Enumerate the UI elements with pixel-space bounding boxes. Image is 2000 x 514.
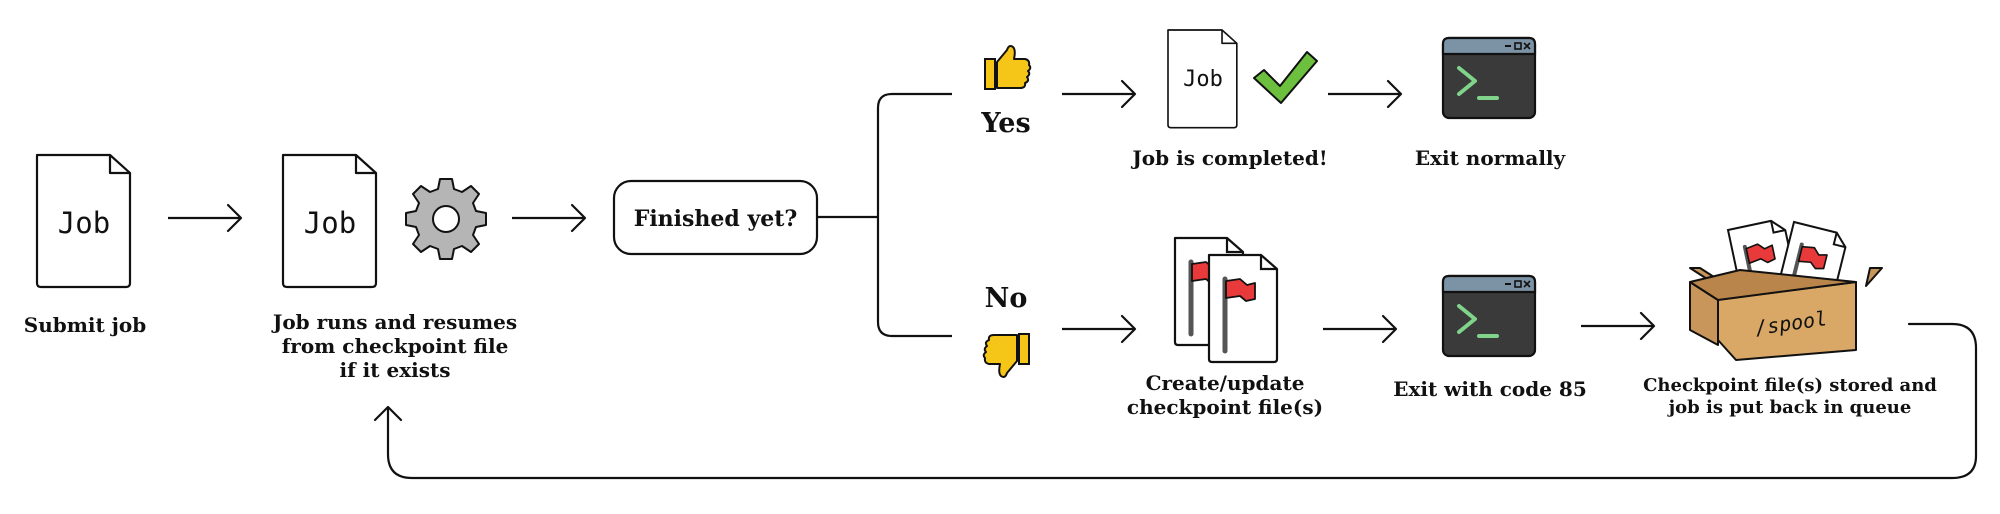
arrow-icon [168,203,243,233]
arrow-icon [1581,311,1656,341]
branch-connector [817,92,952,338]
arrow-icon [1062,79,1137,109]
job-runs-line-3: if it exists [339,358,451,382]
checkpoint-files-icon [1175,238,1277,362]
yes-label: Yes [980,108,1030,139]
document-label: Job [304,206,356,240]
document-label: Job [58,206,110,240]
no-label: No [985,283,1028,314]
terminal-icon [1441,274,1537,358]
arrow-icon [1062,314,1137,344]
document-icon: Job [35,153,132,289]
create-checkpoint-line-2: checkpoint file(s) [1126,395,1324,419]
document-label: Job [1183,67,1223,92]
checkpoint-stored-line-1: Checkpoint file(s) stored and [1643,375,1937,396]
arrow-icon [512,203,587,233]
job-completed-label: Job is completed! [1132,146,1328,170]
gear-icon [405,178,487,260]
document-icon: Job [1167,29,1238,129]
exit-normally-label: Exit normally [1414,146,1566,170]
loop-back-arrow [373,322,1978,480]
submit-job-label: Submit job [23,313,147,337]
document-icon: Job [281,153,378,289]
job-runs-line-1: Job runs and resumes [272,310,518,334]
arrow-icon [1328,79,1403,109]
job-runs-line-2: from checkpoint file [281,334,509,358]
checkpoint-stored-line-2: job is put back in queue [1668,397,1912,418]
arrow-icon [1323,314,1398,344]
create-checkpoint-line-1: Create/update [1145,371,1305,395]
thumbs-up-icon [984,45,1032,90]
decision-label: Finished yet? [634,206,798,232]
checkmark-icon [1253,51,1318,104]
exit-code-label: Exit with code 85 [1393,377,1587,401]
spool-box-icon: /spool [1689,219,1883,361]
thumbs-down-icon [982,333,1030,378]
terminal-icon [1441,36,1537,120]
